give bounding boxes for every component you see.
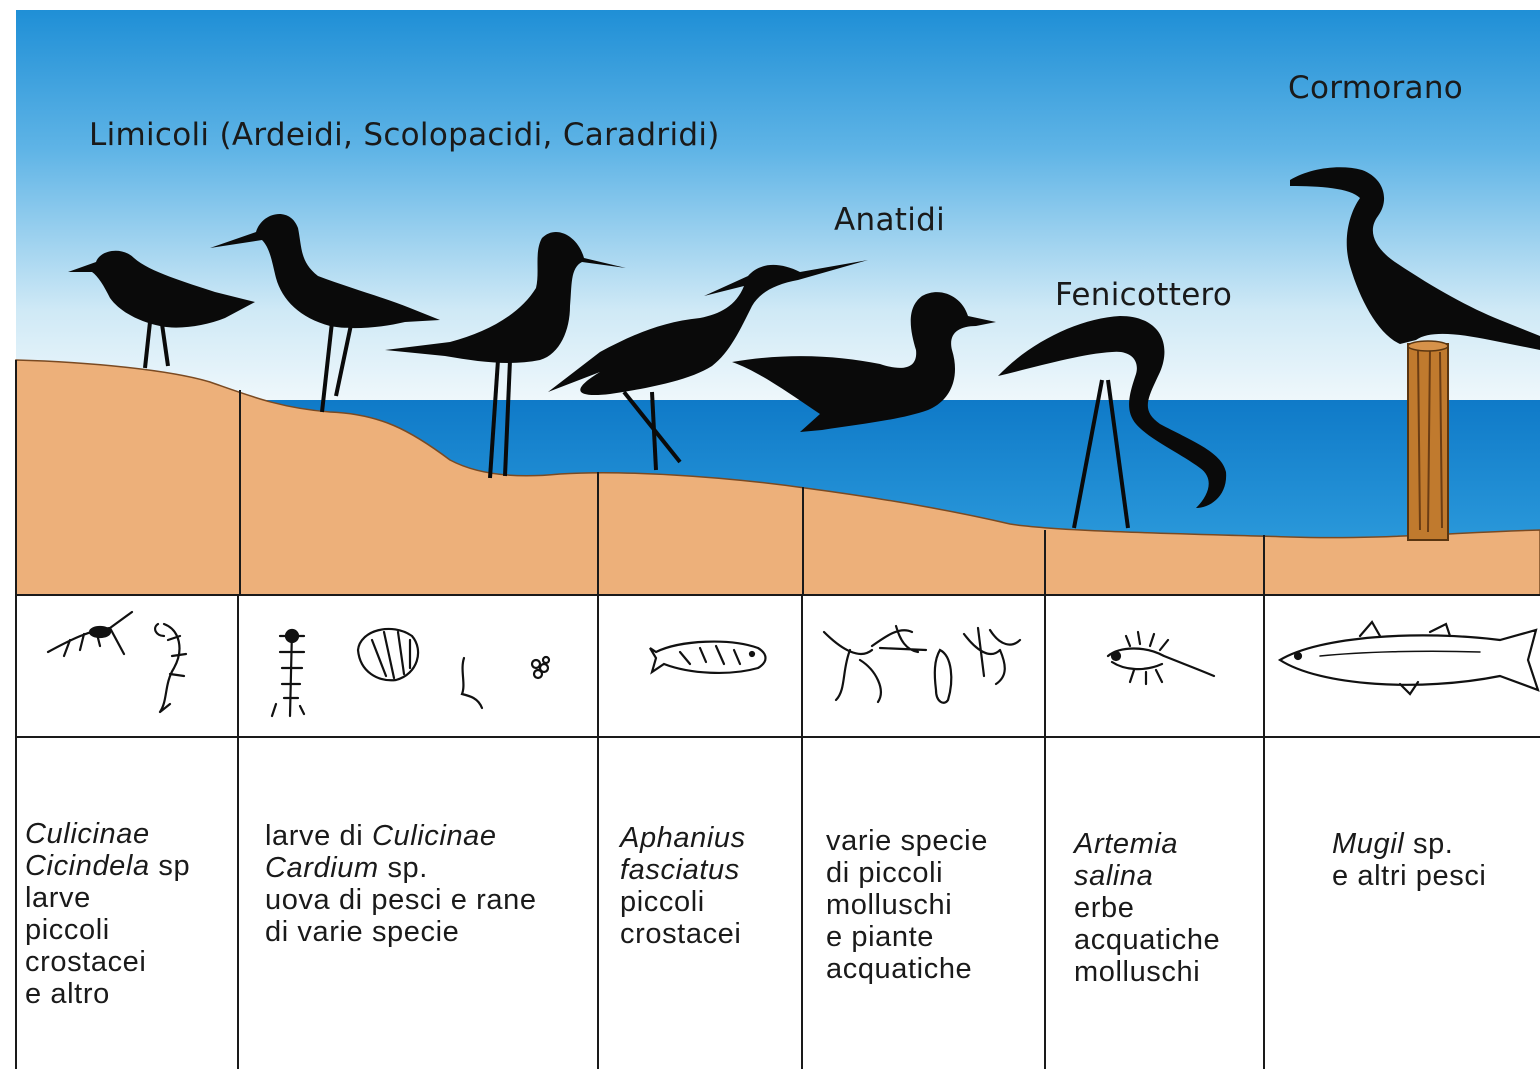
prey-line: acquatiche: [1074, 924, 1220, 956]
prey-line: varie specie: [826, 825, 988, 857]
prey-text-segment: piccoli: [620, 886, 705, 918]
prey-text-segment: acquatiche: [1074, 924, 1220, 956]
scientific-name: Cicindela: [25, 850, 150, 882]
prey-line: salina: [1074, 860, 1220, 892]
prey-text-segment: larve di: [265, 820, 372, 852]
prey-line: fasciatus: [620, 854, 746, 886]
prey-text-segment: di piccoli: [826, 857, 943, 889]
prey-text-segment: crostacei: [620, 918, 741, 950]
label-limicoli: Limicoli (Ardeidi, Scolopacidi, Caradrid…: [89, 117, 720, 153]
label-anatidi: Anatidi: [834, 202, 945, 238]
prey-line: molluschi: [826, 889, 988, 921]
scientific-name: fasciatus: [620, 854, 740, 886]
prey-text-segment: acquatiche: [826, 953, 972, 985]
prey-line: piccoli: [25, 914, 190, 946]
prey-line: Mugil sp.: [1332, 828, 1486, 860]
prey-line: larve di Culicinae: [265, 820, 537, 852]
scientific-name: Artemia: [1074, 828, 1178, 860]
prey-text-segment: di varie specie: [265, 916, 459, 948]
prey-text-segment: molluschi: [1074, 956, 1200, 988]
prey-line: Aphanius: [620, 822, 746, 854]
prey-line: crostacei: [620, 918, 746, 950]
prey-line: di piccoli: [826, 857, 988, 889]
scientific-name: Mugil: [1332, 828, 1404, 860]
prey-line: piccoli: [620, 886, 746, 918]
prey-line: crostacei: [25, 946, 190, 978]
prey-text-segment: e piante: [826, 921, 934, 953]
prey-text-segment: piccoli: [25, 914, 110, 946]
prey-line: Culicinae: [25, 818, 190, 850]
scientific-name: Culicinae: [25, 818, 150, 850]
prey-line: uova di pesci e rane: [265, 884, 537, 916]
prey-line: Cardium sp.: [265, 852, 537, 884]
prey-text-segment: uova di pesci e rane: [265, 884, 537, 916]
prey-text-segment: e altro: [25, 978, 110, 1010]
prey-line: e altro: [25, 978, 190, 1010]
prey-text-segment: sp.: [379, 852, 428, 884]
prey-line: larve: [25, 882, 190, 914]
prey-line: erbe: [1074, 892, 1220, 924]
label-fenicottero: Fenicottero: [1055, 277, 1232, 313]
prey-line: e altri pesci: [1332, 860, 1486, 892]
prey-line: e piante: [826, 921, 988, 953]
label-cormorano: Cormorano: [1288, 70, 1463, 106]
prey-line: Artemia: [1074, 828, 1220, 860]
prey-line: Cicindela sp: [25, 850, 190, 882]
scientific-name: salina: [1074, 860, 1153, 892]
prey-line: di varie specie: [265, 916, 537, 948]
prey-line: acquatiche: [826, 953, 988, 985]
prey-text-segment: varie specie: [826, 825, 988, 857]
prey-text-segment: erbe: [1074, 892, 1134, 924]
prey-text-segment: e altri pesci: [1332, 860, 1486, 892]
scientific-name: Cardium: [265, 852, 379, 884]
prey-text-segment: sp.: [1404, 828, 1453, 860]
prey-line: molluschi: [1074, 956, 1220, 988]
scientific-name: Culicinae: [372, 820, 497, 852]
prey-text-cormorano: Mugil sp.e altri pesci: [1332, 828, 1486, 892]
prey-text-segment: sp: [150, 850, 191, 882]
wooden-post: [1408, 341, 1448, 540]
prey-text-segment: larve: [25, 882, 91, 914]
prey-text-segment: crostacei: [25, 946, 146, 978]
prey-text-segment: molluschi: [826, 889, 952, 921]
scientific-name: Aphanius: [620, 822, 746, 854]
table-background: [16, 595, 1540, 1069]
